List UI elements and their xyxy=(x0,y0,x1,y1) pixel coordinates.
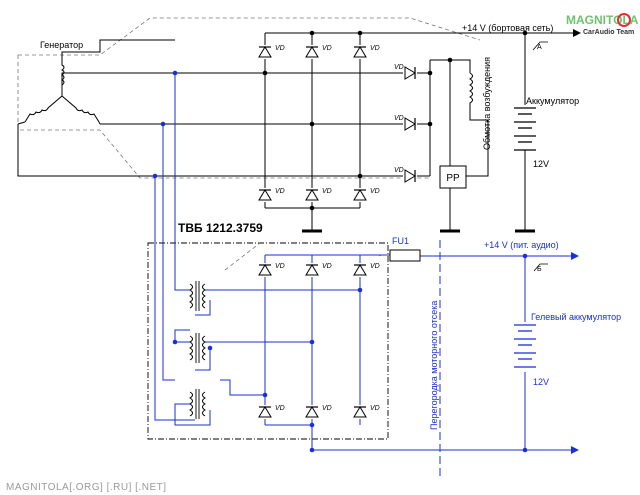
tvb-block-outline xyxy=(147,242,389,440)
label-generator: Генератор xyxy=(40,40,83,50)
tvb-diode-upper-1: VD xyxy=(257,263,285,277)
excitation-diode-3: VD xyxy=(394,167,417,184)
main-diode-upper-3: VD xyxy=(352,45,380,59)
label-excitation-winding: Обмотка возбуждения xyxy=(482,57,492,150)
junction-dot-black-8 xyxy=(447,57,453,63)
excitation-diode-2: VD xyxy=(394,115,417,132)
junction-dot-black-6 xyxy=(427,70,433,76)
main-diode-lower-3: VD xyxy=(352,188,380,202)
diode-vd-label: VD xyxy=(322,405,332,412)
junction-dot-black-7 xyxy=(427,121,433,127)
junction-dot-blue-5 xyxy=(262,392,268,398)
junction-dot-black-4 xyxy=(357,173,363,179)
junction-dot-blue-0 xyxy=(172,70,178,76)
svg-text:А: А xyxy=(537,44,542,51)
generator-stator-windings xyxy=(24,39,175,123)
label-tvb: ТВБ 1212.3759 xyxy=(178,221,263,235)
diode-vd-label: VD xyxy=(394,167,404,174)
watermark-text: MAGNITOLA[.ORG] [.RU] [.NET] xyxy=(6,482,167,493)
label-audio-net: +14 V (пит. аудио) xyxy=(484,240,559,250)
diode-vd-label: VD xyxy=(370,188,380,195)
tvb-transformers xyxy=(189,281,206,419)
junction-dot-black-0 xyxy=(309,30,315,36)
excitation-winding xyxy=(469,72,473,108)
diode-vd-label: VD xyxy=(370,405,380,412)
junction-dot-blue-11 xyxy=(207,345,213,351)
fuse-label: FU1 xyxy=(392,236,409,246)
junction-dot-blue-8 xyxy=(522,253,528,259)
svg-text:Б: Б xyxy=(537,266,542,273)
terminal-b: Б xyxy=(312,252,579,454)
regulator-box xyxy=(439,165,467,189)
junction-dot-blue-1 xyxy=(160,121,166,127)
tvb-wiring xyxy=(154,73,575,451)
tvb-diode-lower-2: VD xyxy=(304,405,332,419)
excitation-diode-1: VD xyxy=(394,64,417,81)
diode-vd-label: VD xyxy=(322,188,332,195)
junction-dot-black-3 xyxy=(309,121,315,127)
junction-dot-black-2 xyxy=(262,70,268,76)
diode-vd-label: VD xyxy=(275,45,285,52)
main-diode-upper-2: VD xyxy=(304,45,332,59)
diode-vd-label: VD xyxy=(275,188,285,195)
svg-text:MAGNITOLA: MAGNITOLA xyxy=(566,13,639,27)
diode-vd-label: VD xyxy=(275,263,285,270)
regulator-label: PP xyxy=(446,173,460,184)
diode-vd-label: VD xyxy=(394,115,404,122)
junction-dots xyxy=(152,30,528,453)
generator-outline xyxy=(17,17,481,179)
tvb-diode-upper-2: VD xyxy=(304,263,332,277)
junction-dot-blue-7 xyxy=(309,447,315,453)
label-battery: Аккумулятор xyxy=(526,96,579,106)
logo-ring-icon xyxy=(617,13,631,27)
phase-lines xyxy=(17,72,430,177)
diode-vd-label: VD xyxy=(275,405,285,412)
tvb-bridge-diodes: VD VD VD VD VD VD xyxy=(257,263,380,419)
fuse-fu1 xyxy=(389,249,421,262)
label-onboard-net: +14 V (бортовая сеть) xyxy=(462,23,553,33)
main-diode-lower-2: VD xyxy=(304,188,332,202)
diode-vd-label: VD xyxy=(322,45,332,52)
battery-gel xyxy=(514,324,536,368)
junction-dot-blue-6 xyxy=(309,422,315,428)
diode-vd-label: VD xyxy=(394,64,404,71)
junction-dot-black-5 xyxy=(309,205,315,211)
tvb-diode-lower-1: VD xyxy=(257,405,285,419)
label-gel-voltage: 12V xyxy=(533,377,549,387)
brand-logo: MAGNITOLA CarAudio Team xyxy=(566,13,639,36)
main-diode-lower-1: VD xyxy=(257,188,285,202)
excitation-diodes: VD VD VD xyxy=(394,64,417,184)
junction-dot-blue-10 xyxy=(172,339,178,345)
tvb-callout xyxy=(224,242,261,271)
terminal-a: А xyxy=(532,29,581,51)
junction-dot-blue-2 xyxy=(152,173,158,179)
junction-dot-blue-3 xyxy=(309,339,315,345)
label-battery-voltage: 12V xyxy=(533,159,549,169)
junction-dot-black-9 xyxy=(522,30,528,36)
diode-vd-label: VD xyxy=(370,45,380,52)
battery-main xyxy=(514,107,536,151)
main-diode-upper-1: VD xyxy=(257,45,285,59)
label-gel-battery: Гелевый аккумулятор xyxy=(531,312,621,322)
tvb-diode-lower-3: VD xyxy=(352,405,380,419)
junction-dot-blue-9 xyxy=(522,447,528,453)
svg-text:CarAudio Team: CarAudio Team xyxy=(583,29,634,36)
main-bridge-diodes: VD VD VD VD VD VD xyxy=(257,45,380,202)
label-bulkhead: Перегородка моторного отсека xyxy=(429,301,439,430)
diode-vd-label: VD xyxy=(322,263,332,270)
diode-vd-label: VD xyxy=(370,263,380,270)
junction-dot-black-1 xyxy=(357,30,363,36)
junction-dot-blue-4 xyxy=(357,287,363,293)
tvb-diode-upper-3: VD xyxy=(352,263,380,277)
